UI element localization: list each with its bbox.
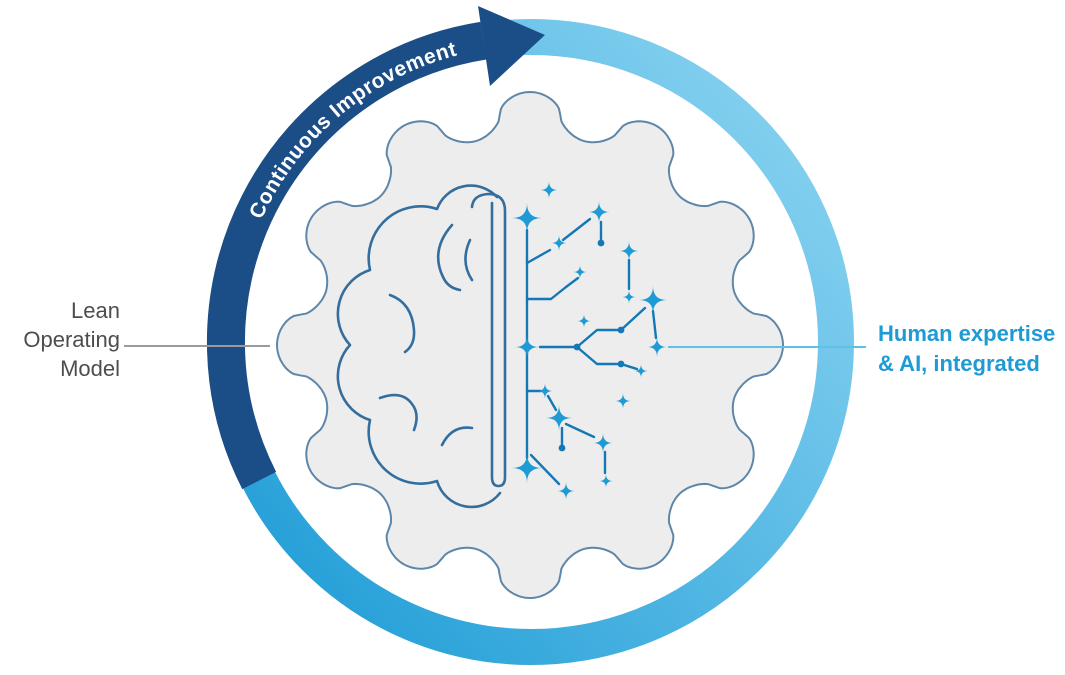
sparkle-icon — [622, 290, 636, 304]
sparkle-icon — [540, 181, 558, 199]
sparkle-icon — [537, 383, 553, 399]
network-edge — [546, 394, 558, 412]
network-node — [573, 343, 581, 351]
sparkle-icon — [599, 474, 613, 488]
sparkle-icon — [639, 286, 667, 314]
left-label-line-1: Lean — [71, 298, 120, 323]
network-edge — [525, 285, 568, 301]
sparkle-icon — [619, 241, 639, 261]
brain-stem — [470, 192, 507, 488]
brain-gyrus — [388, 293, 416, 354]
network-edge — [564, 422, 596, 439]
sparkle-icon — [593, 433, 613, 453]
brain-outline — [336, 184, 502, 509]
sparkle-icon — [588, 201, 610, 223]
brain-gyrus — [464, 238, 474, 282]
sparkle-icon — [634, 364, 648, 378]
brain-icon — [336, 184, 507, 509]
sparkle-icon — [512, 453, 542, 483]
sparkle-icon — [615, 393, 631, 409]
sparkle-icon — [512, 203, 542, 233]
network-node — [617, 326, 625, 334]
sparkle-icon — [551, 235, 567, 251]
ai-network-icon — [512, 181, 667, 500]
brain-gyrus — [440, 426, 474, 447]
network-edge — [651, 309, 658, 340]
network-node — [617, 360, 625, 368]
brain-gyrus — [436, 223, 462, 292]
sparkle-icon — [577, 314, 591, 328]
right-label-line-1: Human expertise — [878, 321, 1055, 346]
left-label-line-3: Model — [60, 356, 120, 381]
sparkle-icon — [546, 405, 572, 431]
brain-gyrus — [378, 393, 418, 432]
sparkle-icon — [647, 337, 667, 357]
network-edge — [575, 345, 623, 366]
sparkle-icon — [515, 335, 539, 359]
network-node — [558, 444, 566, 452]
network-edge — [561, 217, 592, 242]
network-edge — [525, 248, 552, 265]
network-edge — [529, 453, 561, 486]
right-callout: Human expertise & AI, integrated — [668, 321, 1055, 376]
network-edge — [619, 306, 647, 332]
network-edge — [575, 328, 623, 349]
left-label-line-2: Operating — [23, 327, 120, 352]
sparkle-icon — [557, 482, 575, 500]
arrow-head-icon — [478, 6, 545, 86]
right-label-line-2: & AI, integrated — [878, 351, 1040, 376]
network-edge — [564, 276, 580, 289]
sparkle-icon — [573, 265, 587, 279]
left-callout: Lean Operating Model — [23, 298, 270, 381]
network-node — [597, 239, 605, 247]
cycle-arc-dark — [206, 21, 487, 490]
